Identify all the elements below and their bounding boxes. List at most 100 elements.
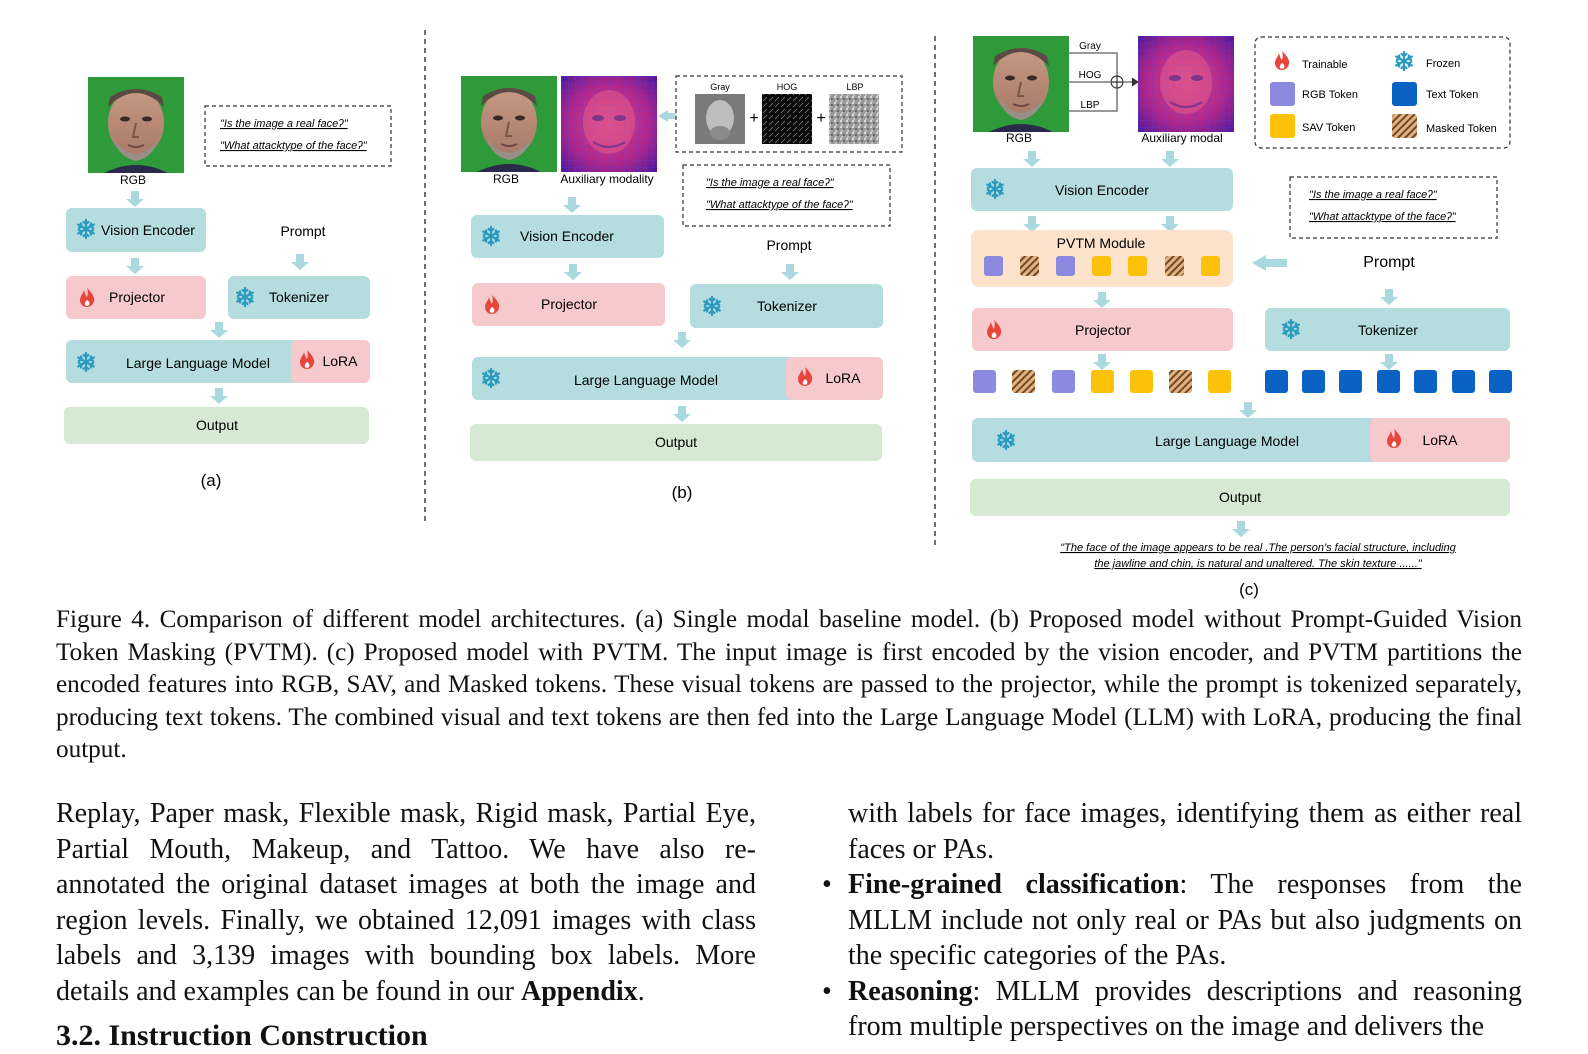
prompt-question-1: "Is the image a real faceʔ" [220, 118, 349, 130]
projector-label: Projector [109, 289, 165, 305]
frozen-icon [1395, 50, 1413, 72]
auxiliary-modality-image [1136, 34, 1236, 134]
right-column: with labels for face images, identifying… [822, 796, 1522, 1045]
lbp-label: LBP [846, 82, 863, 92]
vision-encoder-label: Vision Encoder [1055, 182, 1149, 198]
legend-trainable: Trainable [1302, 59, 1347, 71]
tokenizer-label: Tokenizer [1358, 322, 1418, 338]
lora-block [291, 340, 370, 383]
arrow-icon [781, 264, 799, 280]
arrow-icon [210, 322, 228, 338]
text-token [1414, 370, 1437, 393]
prompt-question-1: "Is the image a real faceʔ" [706, 177, 835, 189]
output-block [470, 424, 882, 461]
masked-token [1165, 256, 1184, 276]
arrow-icon [210, 388, 228, 404]
panel-c: RGB Auxiliary modal Gray HOG LBP Trainab… [970, 34, 1512, 599]
lora-block [1370, 418, 1510, 462]
text-token [1302, 370, 1325, 393]
panel-a-sublabel: (a) [201, 471, 222, 490]
plus-icon: + [816, 110, 825, 127]
prompt-question-2: "What attacktype of the faceʔ" [220, 140, 368, 152]
text-token-swatch [1392, 82, 1417, 106]
prompt-label: Prompt [1363, 254, 1415, 271]
panel-b-sublabel: (b) [672, 483, 693, 502]
lora-label: LoRA [825, 370, 861, 386]
vision-encoder-label: Vision Encoder [101, 222, 195, 238]
output-block [970, 479, 1510, 516]
bullet-icon: • [822, 869, 832, 900]
arrow-icon [1023, 216, 1041, 232]
right-intro: with labels for face images, identifying… [848, 798, 1522, 865]
projector-label: Projector [1075, 322, 1131, 338]
hog-image [762, 94, 812, 144]
sav-token [1130, 370, 1153, 393]
text-token [1339, 370, 1362, 393]
output-label: Output [1219, 489, 1261, 505]
text-token [1265, 370, 1288, 393]
masked-token [1012, 370, 1035, 393]
bullet-item: •Fine-grained classification: The respon… [822, 867, 1522, 974]
hog-label: HOG [1079, 70, 1102, 81]
projected-visual-tokens [973, 370, 1231, 393]
gray-label: Gray [710, 82, 730, 92]
vision-encoder-block [66, 208, 206, 252]
rgb-token [1056, 256, 1075, 276]
arrow-icon [1380, 354, 1398, 370]
arrow-left-icon [658, 110, 676, 122]
rgb-face-image [972, 35, 1070, 133]
gray-label: Gray [1079, 41, 1101, 52]
rgb-label: RGB [1006, 131, 1032, 145]
arrow-icon [1380, 289, 1398, 305]
plus-icon: + [749, 110, 758, 127]
vision-encoder-block [971, 168, 1233, 211]
rgb-label: RGB [120, 173, 146, 187]
vision-encoder-label: Vision Encoder [520, 228, 614, 244]
prompt-question-2: "What attacktype of the faceʔ" [1309, 211, 1457, 223]
sav-token [1208, 370, 1231, 393]
rgb-token [984, 256, 1003, 276]
output-label: Output [655, 434, 697, 450]
arrow-icon [564, 264, 582, 280]
prompt-box [682, 164, 891, 227]
llm-label: Large Language Model [126, 355, 270, 371]
paragraph-text: Replay, Paper mask, Flexible mask, Rigid… [56, 798, 756, 1007]
projector-block [472, 283, 665, 326]
legend-sav-token: SAV Token [1302, 122, 1355, 134]
text-tokens [1265, 370, 1512, 393]
arrow-icon [1093, 354, 1111, 370]
arrow-icon [673, 332, 691, 348]
tokenizer-block [228, 276, 370, 319]
left-paragraph: Replay, Paper mask, Flexible mask, Rigid… [56, 796, 756, 1009]
tokenizer-label: Tokenizer [269, 289, 329, 305]
arrow-icon [1093, 292, 1111, 308]
rgb-token [1052, 370, 1075, 393]
prompt-question-2: "What attacktype of the faceʔ" [706, 199, 854, 211]
bullet-text: : The responses from the MLLM include no… [848, 869, 1522, 971]
rgb-face-image [87, 76, 185, 174]
appendix-reference: Appendix [520, 975, 638, 1007]
panel-c-sublabel: (c) [1239, 580, 1259, 599]
pvtm-module-label: PVTM Module [1057, 235, 1146, 251]
arrow-icon [673, 406, 691, 422]
auxiliary-modality-image [559, 74, 659, 174]
lora-label: LoRA [322, 353, 358, 369]
legend-rgb-token: RGB Token [1302, 89, 1358, 101]
architecture-figure: RGB "Is the image a real faceʔ" "What at… [64, 30, 1512, 599]
legend-text-token: Text Token [1426, 89, 1478, 101]
output-label: Output [196, 417, 238, 433]
sav-token-swatch [1270, 114, 1295, 138]
rgb-token [973, 370, 996, 393]
lora-label: LoRA [1422, 432, 1458, 448]
tokenizer-block [690, 284, 883, 328]
masked-token [1169, 370, 1192, 393]
arrow-icon [1161, 151, 1179, 167]
projector-block [972, 308, 1233, 351]
bullet-term: Reasoning [848, 975, 973, 1007]
rgb-token-swatch [1270, 82, 1295, 106]
sav-token [1128, 256, 1147, 276]
pvtm-tokens [984, 256, 1220, 276]
panel-b: RGB Auxiliary modality Gray HOG LBP + + … [460, 74, 903, 502]
sav-token [1091, 370, 1114, 393]
prompt-question-1: "Is the image a real faceʔ" [1309, 189, 1438, 201]
